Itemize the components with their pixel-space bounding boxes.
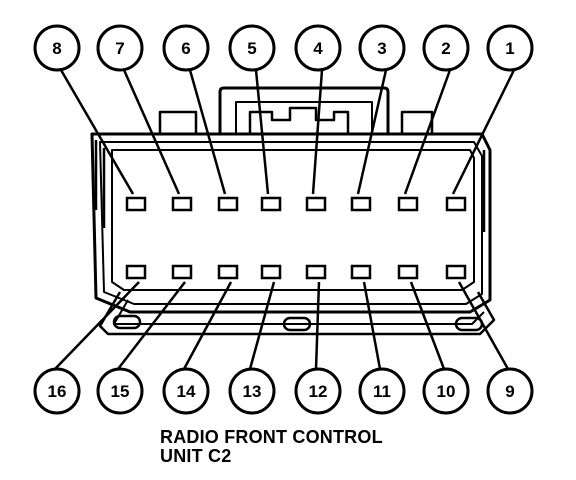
pin-number-13: 13 xyxy=(243,382,262,401)
pin-cavity-13 xyxy=(260,264,282,280)
pin-cavity-3 xyxy=(350,196,372,212)
pin-cavity-11 xyxy=(350,264,372,280)
pin-number-7: 7 xyxy=(115,39,124,58)
pin-number-1: 1 xyxy=(505,39,514,58)
pin-bubble-6 xyxy=(162,24,210,72)
pin-cavity-12 xyxy=(305,264,327,280)
leader-line-5 xyxy=(254,69,270,195)
pin-number-bubbles: 8 7 6 5 4 3 2 1 16 15 14 13 12 11 10 9 xyxy=(33,24,534,415)
pin-number-15: 15 xyxy=(111,382,130,401)
pin-cavity-2 xyxy=(397,196,419,212)
pin-bubble-11 xyxy=(358,367,406,415)
leader-line-2 xyxy=(403,69,452,195)
pin-cavity-15 xyxy=(171,264,193,280)
pin-cavity-1 xyxy=(445,196,467,212)
pin-cavity-10 xyxy=(397,264,419,280)
pin-cavities xyxy=(125,196,467,280)
pin-number-6: 6 xyxy=(181,39,190,58)
pin-bubble-4 xyxy=(294,24,342,72)
leader-line-7 xyxy=(122,69,181,195)
pin-bubble-10 xyxy=(422,367,470,415)
pin-number-2: 2 xyxy=(441,39,450,58)
pin-number-11: 11 xyxy=(373,382,391,401)
leader-line-16 xyxy=(54,281,140,370)
connector-housing xyxy=(90,86,496,336)
pin-number-5: 5 xyxy=(247,39,256,58)
pin-number-4: 4 xyxy=(313,39,323,58)
leader-line-11 xyxy=(362,281,382,370)
pin-bubble-13 xyxy=(228,367,276,415)
pin-bubble-15 xyxy=(96,367,144,415)
pin-bubble-12 xyxy=(294,367,342,415)
pin-number-12: 12 xyxy=(309,382,328,401)
diagram-caption: RADIO FRONT CONTROL UNIT C2 xyxy=(160,428,383,466)
pin-cavity-5 xyxy=(260,196,282,212)
pin-number-10: 10 xyxy=(437,382,456,401)
pin-bubble-2 xyxy=(422,24,470,72)
pin-leader-lines xyxy=(54,69,516,370)
pin-number-16: 16 xyxy=(48,382,67,401)
leader-line-12 xyxy=(314,281,321,370)
pin-number-3: 3 xyxy=(377,39,386,58)
pin-cavity-6 xyxy=(217,196,239,212)
leader-line-3 xyxy=(356,69,388,195)
leader-line-14 xyxy=(182,281,233,370)
pin-cavity-7 xyxy=(171,196,193,212)
leader-line-10 xyxy=(409,281,446,370)
leader-line-9 xyxy=(457,281,510,370)
pin-cavity-4 xyxy=(305,196,327,212)
caption-line-2: UNIT C2 xyxy=(160,446,232,466)
leader-line-4 xyxy=(311,69,324,195)
pin-cavity-16 xyxy=(125,264,147,280)
pin-cavity-9 xyxy=(445,264,467,280)
pin-cavity-14 xyxy=(217,264,239,280)
caption-line-1: RADIO FRONT CONTROL xyxy=(160,427,383,447)
leader-line-6 xyxy=(188,69,227,195)
pin-bubble-9 xyxy=(486,367,534,415)
leader-line-1 xyxy=(451,69,516,195)
pin-bubble-1 xyxy=(486,24,534,72)
pin-bubble-8 xyxy=(33,24,81,72)
pin-cavity-8 xyxy=(125,196,147,212)
leader-line-15 xyxy=(117,281,186,370)
leader-line-8 xyxy=(59,69,135,195)
leader-line-13 xyxy=(248,281,276,370)
pin-bubble-16 xyxy=(33,367,81,415)
pin-number-9: 9 xyxy=(505,382,514,401)
pin-number-8: 8 xyxy=(52,39,61,58)
pin-bubble-3 xyxy=(358,24,406,72)
pin-bubble-7 xyxy=(96,24,144,72)
pin-bubble-5 xyxy=(228,24,276,72)
pin-bubble-14 xyxy=(162,367,210,415)
pin-number-14: 14 xyxy=(177,382,196,401)
